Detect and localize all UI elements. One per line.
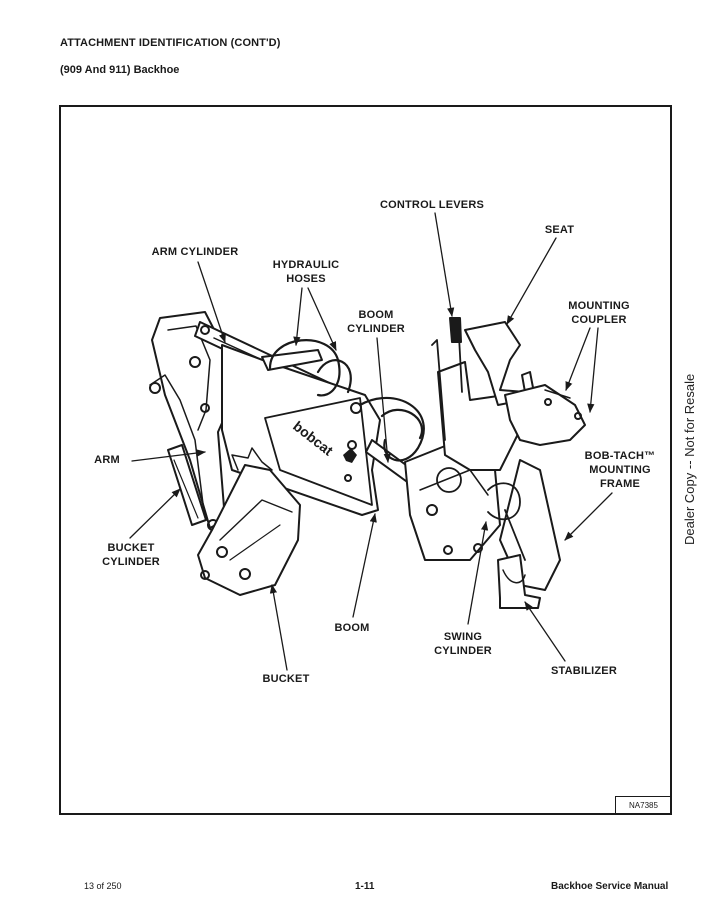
swing-cylinder-drawing [487, 482, 526, 561]
label-arm: ARM [94, 454, 120, 466]
footer-page-number: 1-11 [355, 881, 375, 892]
label-bob-tach-frame: BOB-TACH™ MOUNTING FRAME [584, 450, 656, 490]
seat-drawing [464, 321, 536, 406]
leader-coupler-left [565, 327, 591, 391]
side-watermark: Dealer Copy -- Not for Resale [682, 373, 697, 545]
label-bucket-cylinder: BUCKET CYLINDER [102, 542, 160, 568]
control-tower-drawing [431, 317, 521, 471]
footer-page-count: 13 of 250 [84, 881, 122, 891]
leader-bucket [269, 584, 288, 671]
leader-hoses-left [293, 287, 303, 346]
label-stabilizer: STABILIZER [551, 665, 617, 677]
label-bucket: BUCKET [262, 673, 310, 685]
leader-stabilizer [524, 601, 566, 662]
leader-bucket-cylinder [129, 488, 181, 539]
leader-control-levers [434, 212, 455, 317]
leader-arm [131, 449, 206, 462]
label-mounting-coupler: MOUNTING COUPLER [568, 300, 630, 326]
leader-seat [506, 237, 557, 325]
page-title: ATTACHMENT IDENTIFICATION (CONT'D) [60, 37, 281, 49]
label-swing-cylinder: SWING CYLINDER [434, 631, 492, 657]
label-control-levers: CONTROL LEVERS [379, 199, 485, 211]
leader-boom-cylinder [376, 337, 391, 463]
leader-hoses-right [307, 287, 337, 351]
label-boom-cylinder: BOOM CYLINDER [347, 309, 405, 335]
label-hydraulic-hoses: HYDRAULIC HOSES [272, 259, 340, 285]
figure-frame [59, 105, 672, 815]
footer-manual-title: Backhoe Service Manual [551, 881, 669, 892]
figure-code: NA7385 [615, 796, 671, 813]
bucket-drawing [197, 447, 301, 596]
label-seat: SEAT [544, 224, 575, 236]
leader-bob-tach [564, 492, 613, 541]
label-arm-cylinder: ARM CYLINDER [151, 246, 239, 258]
leader-swing-cylinder [467, 521, 489, 625]
page-subtitle: (909 And 911) Backhoe [60, 64, 180, 76]
stabilizer-drawing [497, 554, 541, 609]
leader-coupler-right [587, 327, 599, 413]
leader-boom [352, 513, 377, 618]
leader-arm-cylinder [197, 261, 226, 343]
leader-lines [129, 212, 613, 671]
label-boom: BOOM [334, 622, 370, 634]
bucket-cylinder-drawing [167, 444, 207, 526]
